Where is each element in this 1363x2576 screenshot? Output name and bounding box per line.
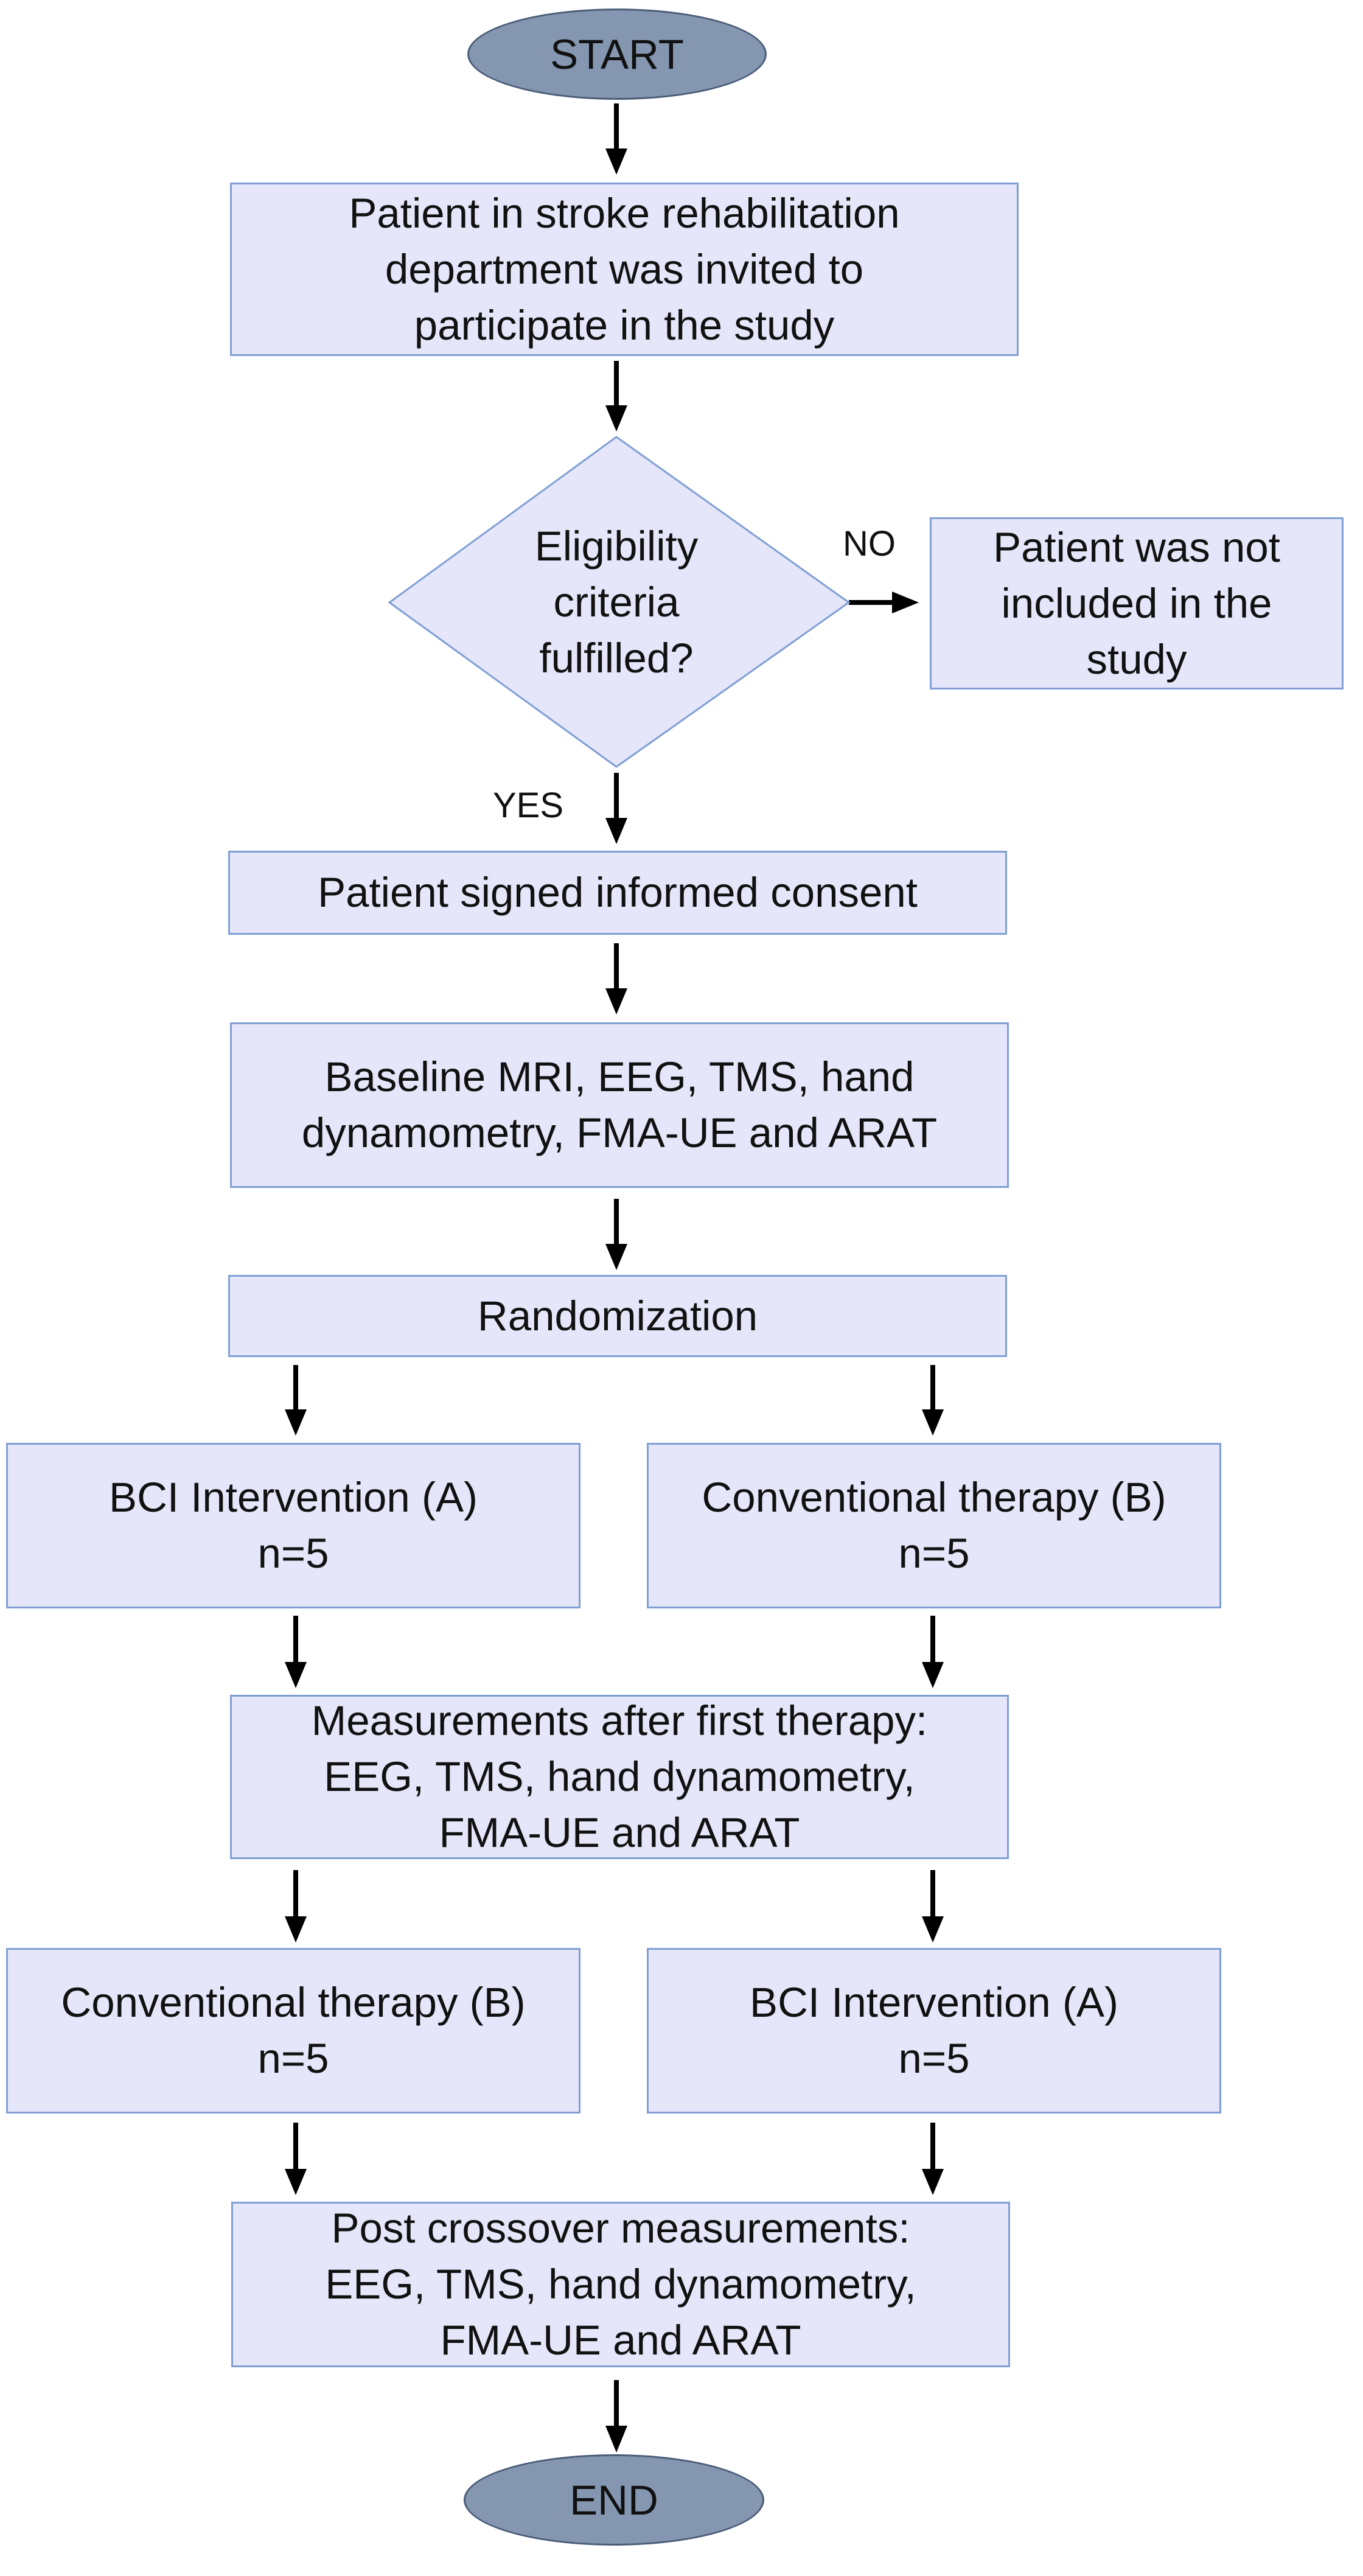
end-node: END — [464, 2454, 764, 2546]
invite-line-3: participate in the study — [414, 301, 835, 349]
arm2-first-line-2: n=5 — [898, 1530, 970, 1577]
decision-diamond — [388, 436, 851, 768]
arm1-second-line-2: n=5 — [257, 2035, 329, 2082]
arrow-arm1-to-mid — [285, 1616, 307, 1688]
arm1-second-therapy: Conventional therapy (B) n=5 — [6, 1948, 580, 2114]
randomization-step: Randomization — [228, 1275, 1007, 1357]
start-label: START — [550, 30, 684, 78]
arrow-decision-yes — [605, 773, 627, 844]
post-line-1: Post crossover measurements: — [331, 2205, 910, 2252]
arm1-first-line-1: BCI Intervention (A) — [109, 1474, 478, 1521]
mid-line-1: Measurements after first therapy: — [311, 1697, 928, 1744]
arm2-first-therapy: Conventional therapy (B) n=5 — [647, 1443, 1221, 1608]
arrow-mid-to-arm1-second — [285, 1870, 307, 1942]
consent-step: Patient signed informed consent — [228, 851, 1007, 935]
yes-label: YES — [493, 786, 564, 825]
randomization-line-1: Randomization — [477, 1292, 758, 1339]
arm1-second-line-1: Conventional therapy (B) — [61, 1979, 526, 2026]
arrow-arm2-second-to-post — [922, 2123, 944, 2195]
arrow-decision-no — [849, 592, 919, 613]
excluded-step: Patient was not included in the study — [930, 517, 1344, 689]
decision-line-1: Eligibility — [534, 523, 699, 570]
post-line-2: EEG, TMS, hand dynamometry, — [325, 2261, 916, 2308]
arm2-second-line-2: n=5 — [898, 2035, 970, 2082]
post-line-3: FMA-UE and ARAT — [440, 2317, 801, 2364]
arrow-randomization-to-arm2 — [922, 1365, 944, 1436]
arrow-start-to-invite — [605, 103, 627, 175]
baseline-step: Baseline MRI, EEG, TMS, hand dynamometry… — [230, 1022, 1009, 1188]
mid-measurements: Measurements after first therapy: EEG, T… — [230, 1695, 1009, 1859]
decision-text: Eligibility criteria fulfilled? — [481, 517, 752, 688]
excluded-line-2: included in the — [1001, 579, 1272, 627]
baseline-line-2: dynamometry, FMA-UE and ARAT — [301, 1109, 938, 1156]
arrow-baseline-to-randomization — [605, 1199, 627, 1270]
no-label: NO — [843, 524, 896, 564]
start-node: START — [467, 9, 767, 100]
baseline-line-1: Baseline MRI, EEG, TMS, hand — [324, 1053, 915, 1100]
invite-step: Patient in stroke rehabilitation departm… — [230, 183, 1019, 356]
arrow-post-to-end — [605, 2380, 627, 2452]
arm1-first-therapy: BCI Intervention (A) n=5 — [6, 1443, 580, 1608]
arm2-second-line-1: BCI Intervention (A) — [750, 1979, 1118, 2026]
arrow-randomization-to-arm1 — [285, 1365, 307, 1436]
arrow-consent-to-baseline — [605, 943, 627, 1014]
arm1-first-line-2: n=5 — [257, 1530, 329, 1577]
excluded-line-3: study — [1086, 635, 1187, 683]
invite-line-2: department was invited to — [385, 245, 864, 293]
post-measurements: Post crossover measurements: EEG, TMS, h… — [231, 2202, 1010, 2367]
invite-line-1: Patient in stroke rehabilitation — [349, 189, 900, 237]
excluded-line-1: Patient was not — [993, 523, 1280, 571]
mid-line-2: EEG, TMS, hand dynamometry, — [324, 1753, 915, 1800]
consent-line-1: Patient signed informed consent — [318, 869, 918, 916]
arrow-invite-to-decision — [605, 361, 627, 431]
decision-line-2: criteria — [553, 579, 680, 626]
arm2-second-therapy: BCI Intervention (A) n=5 — [647, 1948, 1221, 2114]
arrow-arm2-to-mid — [922, 1616, 944, 1688]
arrow-arm1-second-to-post — [285, 2123, 307, 2195]
arm2-first-line-1: Conventional therapy (B) — [702, 1474, 1166, 1521]
decision-line-3: fulfilled? — [539, 635, 694, 682]
mid-line-3: FMA-UE and ARAT — [439, 1809, 800, 1856]
end-label: END — [570, 2476, 658, 2524]
arrow-mid-to-arm2-second — [922, 1870, 944, 1942]
